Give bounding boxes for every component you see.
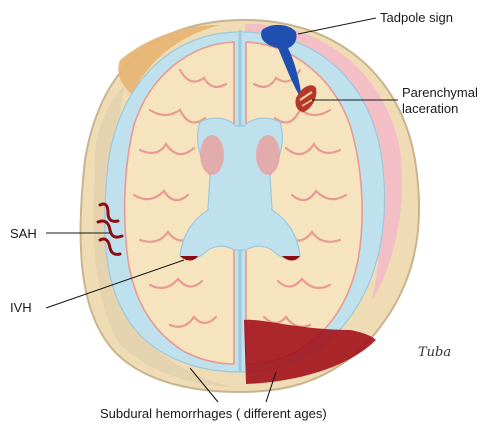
sah-label: SAH bbox=[10, 226, 37, 241]
laceration-label-line1: Parenchymal bbox=[402, 85, 478, 100]
tadpole-leader bbox=[298, 18, 376, 34]
left-thalamus bbox=[200, 135, 224, 175]
subdural-label: Subdural hemorrhages ( different ages) bbox=[100, 406, 327, 421]
ivh-label: IVH bbox=[10, 300, 32, 315]
tadpole-sign-label: Tadpole sign bbox=[380, 10, 453, 25]
right-thalamus bbox=[256, 135, 280, 175]
laceration-label-line2: laceration bbox=[402, 101, 458, 116]
artist-signature: Tuba bbox=[418, 345, 451, 360]
